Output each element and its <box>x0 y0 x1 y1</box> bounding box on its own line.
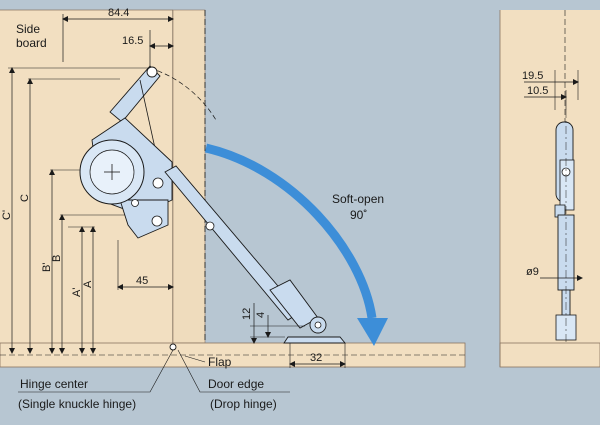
dim-4: 4 <box>255 312 267 318</box>
dim-10-5: 10.5 <box>527 85 548 97</box>
hinge-center-label: Hinge center <box>20 377 88 391</box>
side-view-board <box>500 10 600 343</box>
angle-label: 90˚ <box>350 208 367 222</box>
flap-board <box>0 342 466 368</box>
side-view: 19.5 10.5 ø9 <box>499 10 600 368</box>
side-board-label-2: board <box>16 36 47 50</box>
hinge-center-marker <box>169 343 177 351</box>
door-edge-note: (Drop hinge) <box>210 397 277 411</box>
dim-a: A <box>82 280 94 288</box>
door-edge-label: Door edge <box>208 377 264 391</box>
soft-open-arrow <box>204 143 377 319</box>
soft-open-arrowhead <box>357 318 388 346</box>
dim-a-prime: A' <box>71 288 83 297</box>
main-view: Side board 84.4 16.5 C' C B' B A' A 45 <box>0 7 466 411</box>
dim-16-5: 16.5 <box>122 35 143 47</box>
dim-12: 12 <box>241 308 253 320</box>
dim-45: 45 <box>136 275 148 287</box>
dim-19-5: 19.5 <box>522 70 543 82</box>
dim-b: B <box>51 255 63 262</box>
hinge-center-note: (Single knuckle hinge) <box>18 397 136 411</box>
dim-b-prime: B' <box>41 263 53 272</box>
dim-dia-9: ø9 <box>526 266 539 278</box>
stay-mechanism <box>79 65 346 344</box>
soft-open-label: Soft-open <box>332 192 384 206</box>
flap-label: Flap <box>208 355 232 369</box>
dim-c-prime: C' <box>1 210 13 220</box>
side-board-label-1: Side <box>16 22 40 36</box>
dim-c: C <box>19 194 31 202</box>
dim-84-4: 84.4 <box>108 7 129 19</box>
dim-32: 32 <box>310 352 322 364</box>
